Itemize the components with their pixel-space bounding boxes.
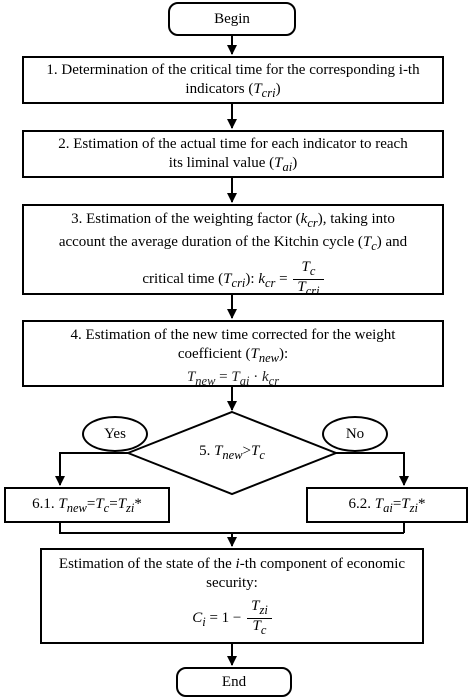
yes-branch-line [55, 452, 128, 486]
weighting-fraction: Tc Tcri [293, 260, 324, 299]
decision-text: 5. Tnew>Tc [199, 443, 265, 462]
no-label: No [345, 426, 365, 442]
state-fraction: Tzi Tc [247, 599, 272, 638]
end-terminal: End [176, 667, 292, 697]
weighting-formula: kcr = Tc Tcri [258, 260, 324, 298]
begin-terminal: Begin [168, 2, 296, 36]
step2-line2: its liminal value (Tai) [168, 155, 298, 174]
step2-line1: 2. Estimation of the actual time for eac… [58, 136, 408, 152]
step7-line2: security: [206, 575, 258, 591]
yes-label: Yes [104, 426, 126, 442]
yes-oval: Yes [82, 416, 148, 452]
end-label: End [221, 674, 247, 690]
state-formula: Ci = 1 − Tzi Tc [42, 599, 422, 638]
step4-line2: coefficient (Tnew): [177, 346, 289, 365]
step3-line1: 3. Estimation of the weighting factor (k… [71, 211, 395, 230]
no-branch-line [336, 452, 409, 486]
step2-box: 2. Estimation of the actual time for eac… [22, 130, 444, 178]
step3-line3: critical time (Tcri): kcr = Tc Tcri [24, 260, 442, 299]
no-oval: No [322, 416, 388, 452]
step4-line1: 4. Estimation of the new time corrected … [70, 327, 396, 343]
new-time-formula: Tnew = Tai · kcr [186, 369, 280, 388]
arrow-step61-to-step7 [59, 523, 237, 547]
step1-text: 1. Determination of the critical time fo… [46, 62, 420, 100]
step7-box: Estimation of the state of the i-th comp… [40, 548, 424, 644]
step1-box: 1. Determination of the critical time fo… [22, 56, 444, 104]
step62-box: 6.2. Tai=Tzi* [306, 487, 468, 523]
step3-box: 3. Estimation of the weighting factor (k… [22, 204, 444, 298]
step3-line2: account the average duration of the Kitc… [58, 234, 408, 253]
step7-line1: Estimation of the state of the i-th comp… [58, 556, 406, 572]
step4-box: 4. Estimation of the new time corrected … [22, 320, 444, 388]
begin-label: Begin [214, 11, 250, 27]
decision-diamond [125, 410, 339, 496]
step61-box: 6.1. Tnew=Tc=Tzi* [4, 487, 170, 523]
